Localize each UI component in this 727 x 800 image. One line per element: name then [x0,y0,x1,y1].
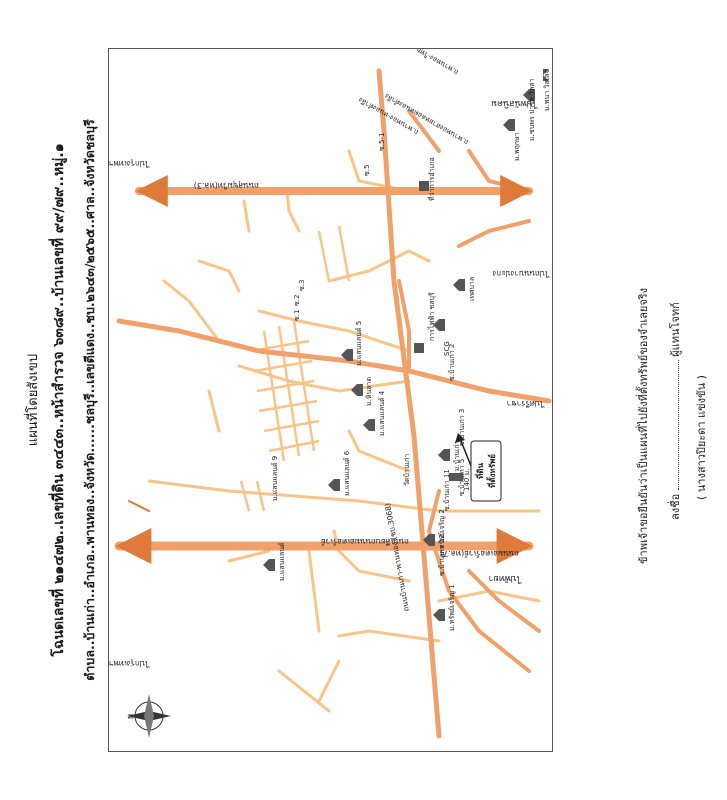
road-label: ถนนสุขุมวิท(ทล.3) [194,181,259,190]
place-label: ม.แสนแลนด์ [278,542,286,581]
soi-label: ซ.1 [293,310,301,321]
signature-prefix: ลงชื่อ [669,493,682,520]
place-label: ม.แสนแลนด์ 4 [378,390,386,436]
location-info-line: ตำบล..บ้านเก่า..อำเภอ..พานทอง..จังหวัด..… [82,119,97,681]
compass-rose: N [127,694,171,738]
certification-text: ข้าพเจ้าขอยืนยันว่าเป็นแผนที่ไปยังที่ตั้… [637,287,650,564]
direction-label: ไปพัทยา [489,573,522,584]
direction-label: ไปพนัสนิคม [491,98,538,109]
place-label: ม.พฤกษา [513,132,521,161]
house-icon [543,69,549,81]
subject-property: ที่ดิน ที่ตั้งทรัพย์ [455,433,502,502]
place-label: 140 ม. [463,469,471,491]
subject-label-2: ที่ตั้งทรัพย์ [486,454,497,488]
place-label: ม.ทรัพย์เจริญ 2 [438,509,446,556]
factory-icon [414,343,424,353]
place-label: ม.หินลาด [365,377,373,406]
house-icon [438,449,450,461]
soi-label: ซ.5-1 [378,133,386,151]
soi-label: ซ.บ้านเก่า 2 [448,344,456,381]
map-canvas: ไปพัทยา ไปพนัสนิคม ไปกรุงเทพฯ ไปกรุงเทพฯ… [109,49,552,739]
map-frame: ไปพัทยา ไปพนัสนิคม ไปกรุงเทพฯ ไปกรุงเทพฯ… [108,48,553,752]
house-icon [453,279,465,291]
soi-label: ซ.บ้านเก่า 11 [443,469,451,511]
main-roads [114,68,552,739]
house-icon [351,384,363,396]
road-label: ถนนมอเตอร์เวย์(ทล.7) [440,549,519,559]
soi-label: ซ.3 [298,280,306,291]
house-icon [263,559,275,571]
signature-role: ผู้แทนโจทก์ [669,302,682,357]
pointer-arrowhead [455,433,465,443]
direction-label: ไปศรีราชา [507,399,545,408]
document-title: แผนที่โดยสังเขป [26,353,41,447]
minor-streets [147,149,541,713]
soi-label: ซ.5 [363,165,371,176]
place-label: ม.ชนพร ปาร์ค วิลล่า [528,78,536,141]
soi-label: ซ.บ้านเก่า 3 [458,409,466,446]
signatory-name: ( นางสาวปิยะดา แข่งขัน ) [695,375,708,500]
building-icons [263,69,549,621]
house-icon [433,609,445,621]
school-icon [419,181,429,191]
place-label: การไฟฟ้า ชลบุรี [427,292,436,341]
soi-label: ซ.บ้านเก่า 12 [438,534,446,576]
place-label: ม.พนา วิลเลจ [543,70,551,111]
place-label: เทศบาล [468,277,476,301]
deed-info-line: โฉนดเลขที่ ๒๑๔๗๒..เลขที่ดิน ๓๔๔๓..หน้าสำ… [51,143,67,657]
road-label: ถ.พานทอง-วิทยุ [415,49,460,76]
house-icon [341,349,353,361]
direction-label: ไปกรุงเทพฯ [109,159,150,168]
house-icon [328,479,340,491]
direction-label: ไปถนนบางปะกง [492,269,550,278]
place-label: ม.บ้านเก่า [453,440,461,471]
soi-label: ซ.2 [293,295,301,306]
road-label: ถนนบ้านเก่า-พานทอง (ชบ.3068) [383,502,411,612]
place-label: ม.แสนแลนด์ 6 [343,450,351,496]
place-label: ม.ทรัพย์เจริญ 1 [448,584,456,631]
place-label: SCG [443,341,451,356]
house-icon [423,534,435,546]
house-icon [433,319,445,331]
tower-icon [449,473,463,481]
village-grid [239,225,351,512]
place-label: ม.แสนแลนด์ 5 [355,321,363,366]
house-icon [363,419,375,431]
subject-label-1: ที่ดิน [474,463,485,479]
direction-label: ไปกรุงเทพฯ [109,659,150,668]
house-icon [523,89,535,101]
place-label: ม.แสนแลนด์ 9 [271,456,279,501]
house-icon [503,119,515,131]
signature-line: ลงชื่อ ผู้แทนโจทก์ [666,302,684,520]
compass-letter: N [127,714,135,719]
place-label: วัดบ้านเก่า [403,454,411,486]
place-label: ที่ว่าการอำเภอ [427,157,436,201]
road-label: ถนนเลียบถนนมอเตอร์เวย์ [321,537,409,547]
